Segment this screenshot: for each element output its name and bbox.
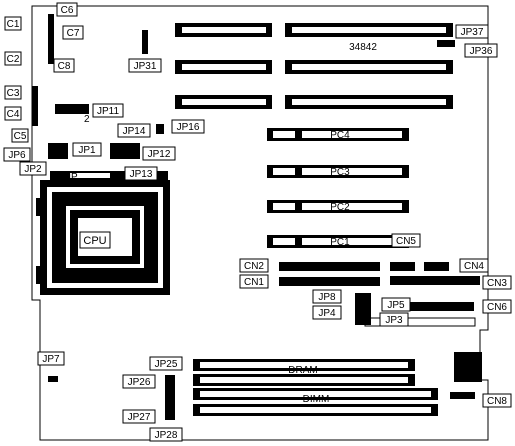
jumper-jp5-label: JP5 (387, 300, 405, 311)
pin-marker-label: 2 (84, 114, 90, 125)
pci-slot-pc2-label: PC2 (330, 202, 350, 213)
jumper-jp1-label: JP1 (78, 145, 96, 156)
connector-cn6-label: CN6 (487, 302, 507, 313)
jumper-jp4-label: JP4 (318, 308, 336, 319)
capacitor-c2-label: C2 (7, 54, 20, 65)
jumper-jp26-label: JP26 (128, 377, 151, 388)
jumper-jp27-label: JP27 (128, 412, 151, 423)
capacitor-c1-label: C1 (7, 19, 20, 30)
dram-slots (193, 359, 415, 386)
jumper-jp8-label: JP8 (318, 292, 336, 303)
pci-slot-pc4 (267, 128, 409, 141)
jumper-jp25-label: JP25 (155, 359, 178, 370)
pci-slot-pc4-label: PC4 (330, 130, 350, 141)
jumper-jp12-label: JP12 (148, 149, 171, 160)
capacitor-c7-label: C7 (67, 28, 80, 39)
dimm-slots (193, 388, 438, 416)
jumper-jp2-label: JP2 (24, 164, 42, 175)
pci-slot-pc1-label: PC1 (330, 237, 350, 248)
capacitor-c8-label: C8 (58, 61, 71, 72)
pci-slot-pc2 (267, 200, 409, 213)
dram-label: DRAM (288, 365, 317, 376)
capacitor-c5-label: C5 (14, 131, 27, 142)
jumper-jp3-label: JP3 (385, 315, 403, 326)
jumper-jp11-label: JP11 (97, 106, 119, 117)
cpu-label: CPU (83, 235, 106, 247)
connector-headers (279, 262, 482, 399)
capacitor-c3-label: C3 (7, 88, 20, 99)
cpu-socket (36, 171, 170, 295)
connector-cn8-label: CN8 (487, 396, 507, 407)
jumper-jp6-label: JP6 (8, 150, 26, 161)
board-id-label: 34842 (349, 42, 377, 53)
jumper-jp7-label: JP7 (42, 354, 60, 365)
pci-slot-pc3 (267, 165, 409, 178)
dimm-label: DIMM (303, 394, 330, 405)
jumper-jp28-label: JP28 (155, 430, 178, 441)
capacitor-c4-label: C4 (7, 109, 20, 120)
jumper-jp36-label: JP36 (470, 46, 493, 57)
cpu-socket-maker: AMP (56, 172, 78, 183)
pci-slot-pc1 (267, 235, 409, 248)
component-labels: C1 C2 C3 C4 C5 C6 C7 C8 JP1 JP2 JP3 JP4 … (3, 2, 512, 442)
connector-cn4-label: CN4 (464, 261, 484, 272)
jumper-jp16-label: JP16 (177, 122, 200, 133)
isa-slots (175, 23, 453, 109)
jumper-blocks (32, 14, 455, 420)
connector-cn2-label: CN2 (244, 261, 264, 272)
jumper-jp14-label: JP14 (123, 126, 146, 137)
capacitor-c6-label: C6 (61, 5, 74, 16)
jumper-jp31-label: JP31 (134, 61, 157, 72)
jumper-jp13-label: JP13 (130, 169, 153, 180)
pci-slot-pc3-label: PC3 (330, 167, 350, 178)
connector-cn5-label: CN5 (396, 236, 416, 247)
jumper-jp37-label: JP37 (461, 27, 484, 38)
connector-cn1-label: CN1 (244, 277, 264, 288)
connector-cn3-label: CN3 (487, 278, 507, 289)
